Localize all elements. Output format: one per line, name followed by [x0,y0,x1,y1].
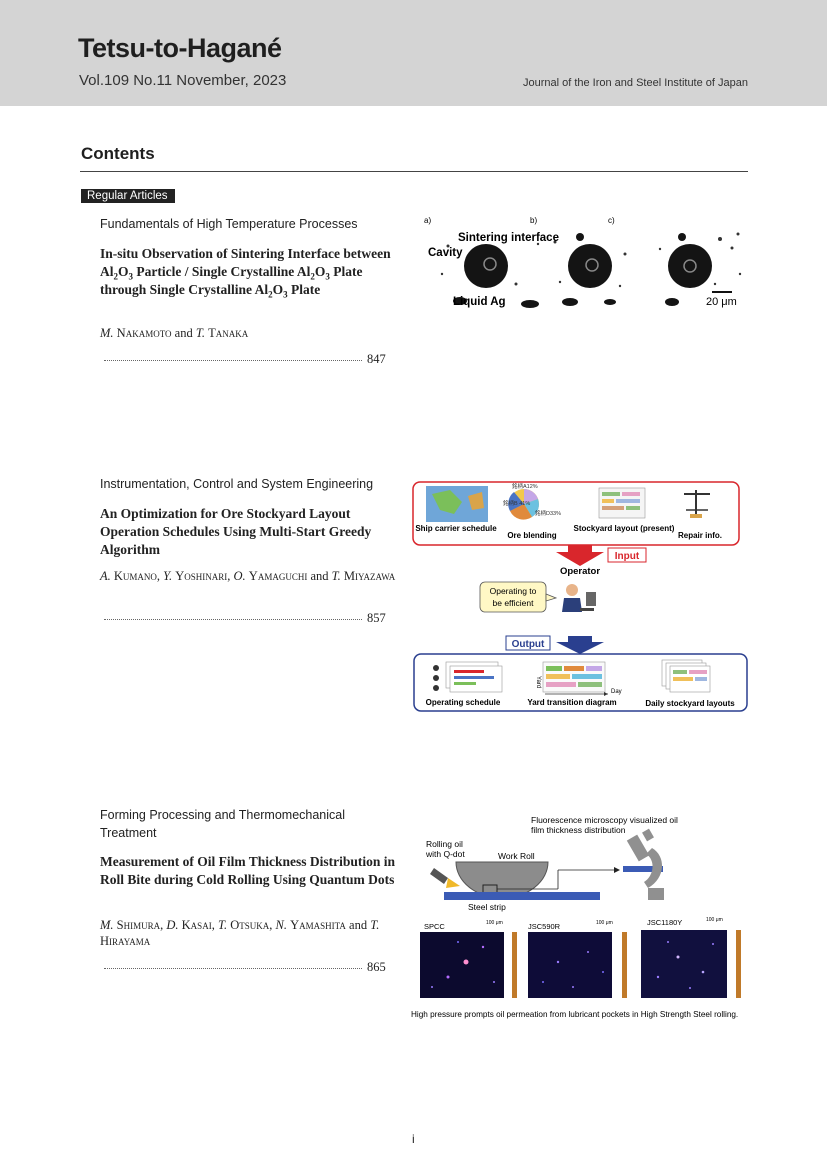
pie-label-b: 銘柄B 41% [503,499,530,507]
steel-strip-label: Steel strip [468,902,506,912]
society-name: Journal of the Iron and Steel Institute … [522,77,748,89]
journal-title: Tetsu-to-Hagané [78,33,282,63]
article-3-authors: M. Shimura, D. Kasai, T. Otsuka, N. Yama… [100,918,380,948]
output-tag [505,635,551,651]
colorbar-1 [512,932,517,998]
article-2-authors: A. Kumano, Y. Yoshinari, O. Yamaguchi an… [100,569,396,583]
panel-b-label: b) [530,216,537,225]
scale-label-2: 100 μm [596,920,613,926]
liquid-ag-label: Liquid Ag [453,296,506,308]
rolling-oil-line-2: with Q-dot [425,849,465,859]
operator-person-icon [562,584,596,612]
journal-header [0,0,827,106]
section-badge: Regular Articles [81,189,175,203]
input-arrow [556,545,604,566]
rolling-oil-line-1: Rolling oil [426,839,463,849]
article-1-category: Fundamentals of High Temperature Process… [100,217,358,231]
day-axis-label: Day [611,689,622,695]
article-3-figure: Fluorescence microscopy visualized oil f… [411,815,741,1019]
input-tag [607,547,647,563]
article-2-title[interactable]: An Optimization for Ore Stockyard Layout… [100,506,372,557]
article-2-leader [104,619,362,620]
article-1-title[interactable]: In-situ Observation of Sintering Interfa… [100,246,391,300]
panel-a-label: a) [424,216,431,225]
micrograph-c [658,232,742,306]
yard-transition-diagram-icon [542,661,608,696]
output-label: Output [512,639,545,650]
article-2-page[interactable]: 857 [367,611,386,625]
bubble-line-1: Operating to [490,586,537,596]
panel-c-label: c) [608,216,615,225]
operating-schedule-label: Operating schedule [426,698,501,707]
article-1-figure: a) b) c) Sintering interface Cavity Liqu… [420,214,750,310]
micrograph-jsc1180y [641,930,727,998]
article-1-leader [104,360,362,361]
article-3-title[interactable]: Measurement of Oil Film Thickness Distri… [100,854,396,887]
yard-transition-label: Yard transition diagram [527,698,616,707]
ore-blending-label: Ore blending [507,531,556,540]
microscopy-note-line-1: Fluorescence microscopy visualized oil [531,815,678,825]
oil-nozzle-icon [430,868,448,884]
micrograph-a [440,242,540,308]
pie-label-a: 銘柄A12% [512,482,538,490]
sample-label-spcc: SPCC [424,922,445,931]
sample-label-jsc590r: JSC590R [528,922,561,931]
scale-label-3: 100 μm [706,917,723,923]
repair-info-label: Repair info. [678,531,722,540]
article-3-page[interactable]: 865 [367,960,386,974]
work-roll-label: Work Roll [498,851,535,861]
contents-rule [80,171,748,172]
contents-heading: Contents [81,144,155,163]
input-label: Input [615,551,640,562]
repair-crane-icon [684,490,710,518]
issue-info: Vol.109 No.11 November, 2023 [79,72,287,89]
colorbar-2 [622,932,627,998]
article-3-category: Forming Processing and Thermomechanical … [100,808,346,840]
article-1-page[interactable]: 847 [367,352,386,366]
page-folio: i [412,1132,415,1146]
microscopy-note-line-2: film thickness distribution [531,825,626,835]
micrograph-b [553,233,627,306]
sample-label-jsc1180y: JSC1180Y [647,918,682,927]
operator-label: Operator [560,566,600,577]
sintering-interface-label: Sintering interface [458,232,559,244]
operating-schedule-icon [433,661,503,693]
figure-3-caption: High pressure prompts oil permeation fro… [411,1010,738,1019]
stockyard-present-label: Stockyard layout (present) [574,524,675,533]
pie-label-d: 銘柄D33% [535,509,561,517]
article-1-authors: M. Nakamoto and T. Tanaka [100,326,249,340]
article-3-leader [104,968,362,969]
article-2-figure: 銘柄A12% 銘柄B 41% 銘柄D33% Ship carrier sched… [412,481,748,712]
output-arrow [556,636,604,654]
yard-axis-label: Yard [535,676,541,688]
cavity-label: Cavity [428,247,463,259]
article-2-category: Instrumentation, Control and System Engi… [100,477,374,491]
bubble-line-2: be efficient [493,598,535,608]
steel-strip-shape [444,892,600,900]
scale-label-1: 100 μm [486,920,503,926]
microscope-icon [623,828,664,900]
scale-label: 20 μm [706,296,737,308]
ship-schedule-label: Ship carrier schedule [415,524,497,533]
micrograph-spcc [420,932,504,998]
micrograph-jsc590r [528,932,612,998]
colorbar-3 [736,930,741,998]
daily-layouts-label: Daily stockyard layouts [645,699,735,708]
daily-stockyard-layouts-icon [661,659,711,693]
